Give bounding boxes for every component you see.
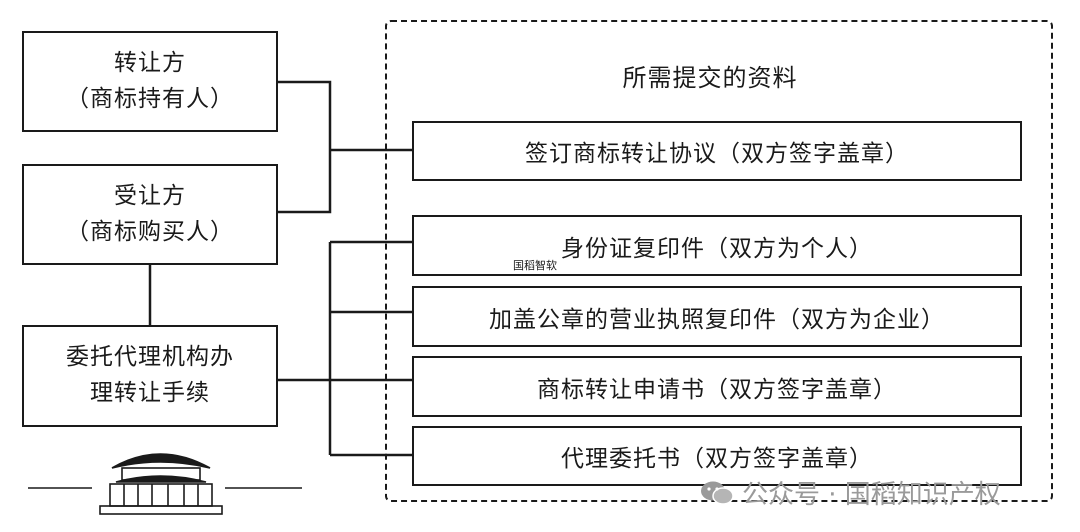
doc-item-business-license: 加盖公章的营业执照复印件（双方为企业） <box>412 286 1022 347</box>
doc-item-agreement: 签订商标转让协议（双方签字盖章） <box>412 121 1022 181</box>
wechat-icon <box>701 481 734 505</box>
doc-item-label: 签订商标转让协议（双方签字盖章） <box>525 141 909 167</box>
transferee-subtitle: （商标购买人） <box>66 218 234 245</box>
transferee-title: 受让方 <box>114 182 186 209</box>
documents-panel-title: 所需提交的资料 <box>622 64 798 92</box>
doc-item-label: 商标转让申请书（双方签字盖章） <box>537 376 897 403</box>
doc-item-application-form: 商标转让申请书（双方签字盖章） <box>412 356 1022 417</box>
agent-box: 委托代理机构办 理转让手续 <box>22 325 278 427</box>
doc-item-power-of-attorney: 代理委托书（双方签字盖章） <box>412 426 1022 486</box>
transferee-box: 受让方 （商标购买人） <box>22 164 278 265</box>
transferor-box: 转让方 （商标持有人） <box>22 31 278 132</box>
doc-item-label: 身份证复印件（双方为个人） <box>561 235 873 262</box>
footer-text: 公众号 · 国稻知识产权 <box>742 480 1001 510</box>
footer-account: 公众号 · 国稻知识产权 <box>700 474 1001 511</box>
agent-line-1: 委托代理机构办 <box>66 344 234 371</box>
doc-item-id-copy: 身份证复印件（双方为个人） <box>412 215 1022 276</box>
doc-item-label: 加盖公章的营业执照复印件（双方为企业） <box>489 306 945 333</box>
transferor-subtitle: （商标持有人） <box>66 85 234 112</box>
watermark-text: 国稻智软 <box>513 259 557 272</box>
doc-item-label: 代理委托书（双方签字盖章） <box>561 446 873 472</box>
transferor-title: 转让方 <box>114 49 186 76</box>
agent-line-2: 理转让手续 <box>90 380 210 406</box>
building-illustration <box>28 453 302 515</box>
